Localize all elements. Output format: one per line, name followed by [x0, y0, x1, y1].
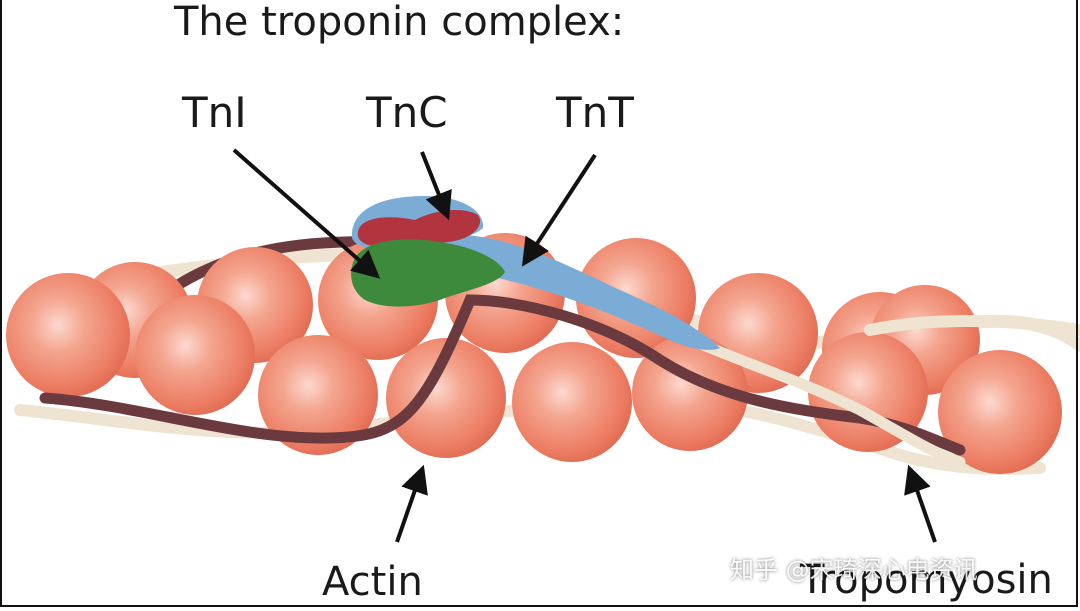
tni-arrow — [232, 148, 381, 279]
watermark: 知乎 @宋琦深心电资讯 — [730, 556, 978, 584]
tnc-arrow — [420, 151, 452, 221]
tropomyosin-arrow — [904, 464, 937, 543]
tropomyosin-label: Tropomyosin — [800, 557, 1053, 603]
actin-monomer — [386, 338, 506, 458]
tnt-arrow — [521, 153, 597, 267]
actin-monomer — [258, 335, 378, 455]
tni-label: TnI — [182, 88, 247, 137]
actin-monomer — [938, 350, 1062, 474]
actin-monomer — [6, 273, 130, 397]
diagram-title: The troponin complex: — [174, 0, 625, 45]
tropomyosin-light-strand-right — [864, 315, 1080, 336]
actin-filament-front — [6, 273, 1062, 474]
actin-label: Actin — [322, 559, 423, 605]
tnt-subunit — [440, 234, 720, 350]
tni-subunit — [351, 239, 505, 307]
tropomyosin-dark-strand-front — [39, 294, 966, 456]
actin-arrow — [395, 464, 428, 543]
actin-monomer — [135, 295, 255, 415]
tnt-label: TnT — [556, 88, 634, 137]
actin-monomer — [512, 342, 632, 462]
tnc-label: TnC — [366, 88, 448, 137]
